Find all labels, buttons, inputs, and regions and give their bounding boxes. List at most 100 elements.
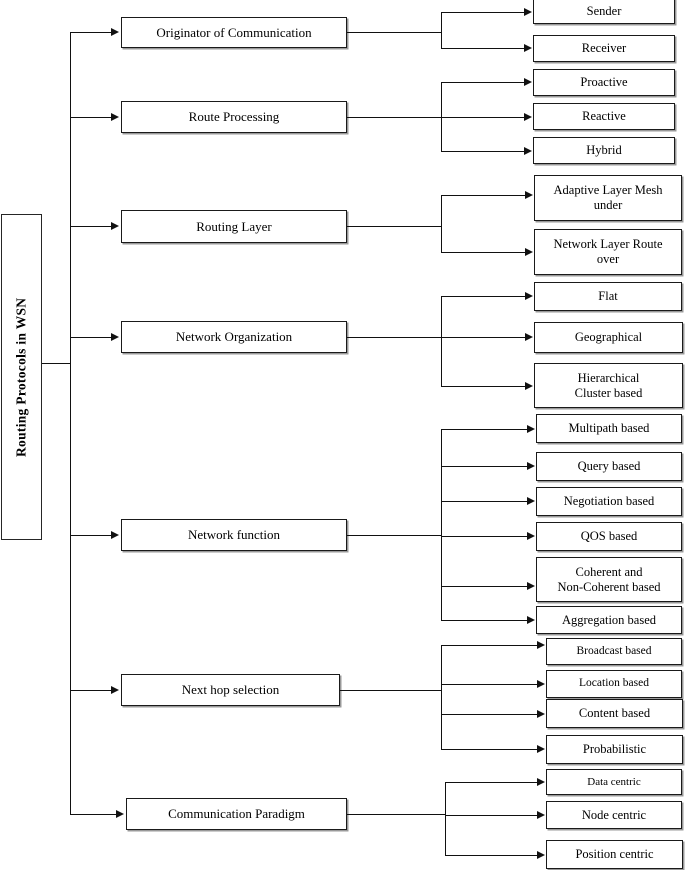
category-box-originator-of-communication: Originator of Communication (121, 17, 347, 48)
category-to-bus-line-4 (347, 337, 441, 338)
category-to-bus-line-1 (347, 32, 441, 33)
leaf-connector-proactive (441, 82, 524, 83)
leaf-label: Negotiation based (563, 494, 655, 509)
leaf-arrow-flat (525, 291, 533, 300)
category-to-bus-line-5 (347, 535, 441, 536)
leaf-arrow-network-layer-route-over (525, 247, 533, 256)
trunk-branch-line-3 (70, 226, 111, 227)
leaf-box-query-based: Query based (536, 452, 682, 481)
leaf-connector-query-based (441, 466, 527, 467)
leaf-arrow-node-centric (537, 810, 545, 819)
leaf-bus-line-group-2 (441, 82, 442, 151)
leaf-label-line-1: Adaptive Layer Mesh (553, 183, 663, 198)
leaf-bus-line-group-4 (441, 296, 442, 386)
trunk-branch-arrow-1 (111, 27, 119, 36)
leaf-connector-negotiation-based (441, 501, 527, 502)
leaf-arrow-broadcast-based (537, 640, 545, 649)
leaf-label: Proactive (580, 75, 628, 90)
leaf-connector-probabilistic (441, 749, 537, 750)
leaf-label-line-2: over (596, 252, 620, 266)
leaf-box-negotiation-based: Negotiation based (536, 487, 682, 516)
leaf-arrow-data-centric (537, 777, 545, 786)
leaf-box-adaptive-layer-mesh-under: Adaptive Layer Mesh under (534, 175, 682, 221)
leaf-arrow-location-based (537, 679, 545, 688)
leaf-label: Position centric (575, 847, 654, 862)
leaf-label: Location based (579, 677, 649, 690)
trunk-branch-line-4 (70, 337, 111, 338)
leaf-arrow-probabilistic (537, 744, 545, 753)
leaf-label-line-1: Coherent and (575, 564, 643, 579)
leaf-connector-data-centric (445, 782, 537, 783)
leaf-arrow-proactive (524, 77, 532, 86)
leaf-arrow-receiver (524, 43, 532, 52)
leaf-arrow-sender (524, 7, 532, 16)
trunk-branch-line-6 (70, 690, 111, 691)
leaf-box-receiver: Receiver (533, 35, 675, 62)
leaf-bus-line-group-1 (441, 12, 442, 49)
leaf-label: Sender (586, 3, 622, 18)
leaf-label-line-2: under (593, 198, 623, 212)
leaf-connector-multipath-based (441, 429, 527, 430)
leaf-bus-line-group-6 (441, 645, 442, 749)
leaf-label-line-1: Network Layer Route (553, 237, 663, 252)
leaf-arrow-negotiation-based (527, 496, 535, 505)
category-to-bus-line-3 (347, 226, 441, 227)
leaf-box-data-centric: Data centric (546, 769, 682, 795)
trunk-branch-arrow-6 (111, 685, 119, 694)
leaf-label: Query based (577, 459, 641, 474)
leaf-arrow-coherent-and-non-coherent-based (527, 581, 535, 590)
leaf-box-reactive: Reactive (533, 103, 675, 130)
trunk-branch-line-2 (70, 117, 111, 118)
category-box-network-function: Network function (121, 519, 347, 551)
leaf-connector-broadcast-based (441, 645, 537, 646)
category-label: Network Organization (175, 329, 293, 345)
leaf-label: Receiver (581, 41, 627, 56)
leaf-box-flat: Flat (534, 282, 682, 311)
leaf-connector-position-centric (445, 855, 537, 856)
category-label: Next hop selection (181, 682, 280, 698)
leaf-box-multipath-based: Multipath based (536, 414, 682, 443)
leaf-arrow-content-based (537, 709, 545, 718)
leaf-label: Hybrid (586, 143, 622, 158)
leaf-label: Flat (598, 289, 618, 304)
root-node-label: Routing Protocols in WSN (13, 297, 29, 457)
leaf-label-line-1: Hierarchical (577, 370, 640, 385)
leaf-label: Probabilistic (582, 742, 647, 757)
leaf-label: QOS based (580, 529, 638, 544)
leaf-bus-line-group-3 (441, 195, 442, 253)
leaf-label: Reactive (582, 109, 626, 124)
category-label: Originator of Communication (156, 24, 312, 40)
leaf-connector-location-based (441, 684, 537, 685)
leaf-arrow-position-centric (537, 850, 545, 859)
leaf-arrow-hierarchical-cluster-based (525, 381, 533, 390)
trunk-branch-arrow-3 (111, 221, 119, 230)
leaf-box-hybrid: Hybrid (533, 137, 675, 164)
category-box-next-hop-selection: Next hop selection (121, 674, 340, 706)
leaf-arrow-reactive (524, 112, 532, 121)
leaf-box-coherent-and-non-coherent-based: Coherent and Non-Coherent based (536, 557, 682, 602)
trunk-branch-arrow-4 (111, 332, 119, 341)
leaf-box-probabilistic: Probabilistic (546, 735, 683, 764)
leaf-box-network-layer-route-over: Network Layer Route over (534, 229, 682, 275)
category-label: Routing Layer (196, 218, 272, 234)
leaf-arrow-adaptive-layer-mesh-under (525, 190, 533, 199)
leaf-label-line-2: Cluster based (574, 385, 643, 400)
leaf-connector-node-centric (445, 815, 537, 816)
trunk-branch-arrow-5 (111, 530, 119, 539)
leaf-box-node-centric: Node centric (546, 801, 682, 829)
leaf-connector-hierarchical-cluster-based (441, 386, 525, 387)
main-trunk-line (70, 32, 71, 814)
leaf-label: Aggregation based (561, 612, 657, 627)
trunk-branch-arrow-2 (111, 112, 119, 121)
leaf-box-position-centric: Position centric (546, 840, 683, 869)
leaf-box-content-based: Content based (546, 699, 683, 728)
leaf-label: Geographical (574, 330, 643, 345)
leaf-arrow-multipath-based (527, 424, 535, 433)
trunk-branch-arrow-7 (116, 809, 124, 818)
category-box-network-organization: Network Organization (121, 321, 347, 353)
leaf-connector-coherent-and-non-coherent-based (441, 586, 527, 587)
leaf-connector-reactive (441, 117, 524, 118)
leaf-label: Multipath based (568, 421, 650, 436)
leaf-arrow-hybrid (524, 146, 532, 155)
